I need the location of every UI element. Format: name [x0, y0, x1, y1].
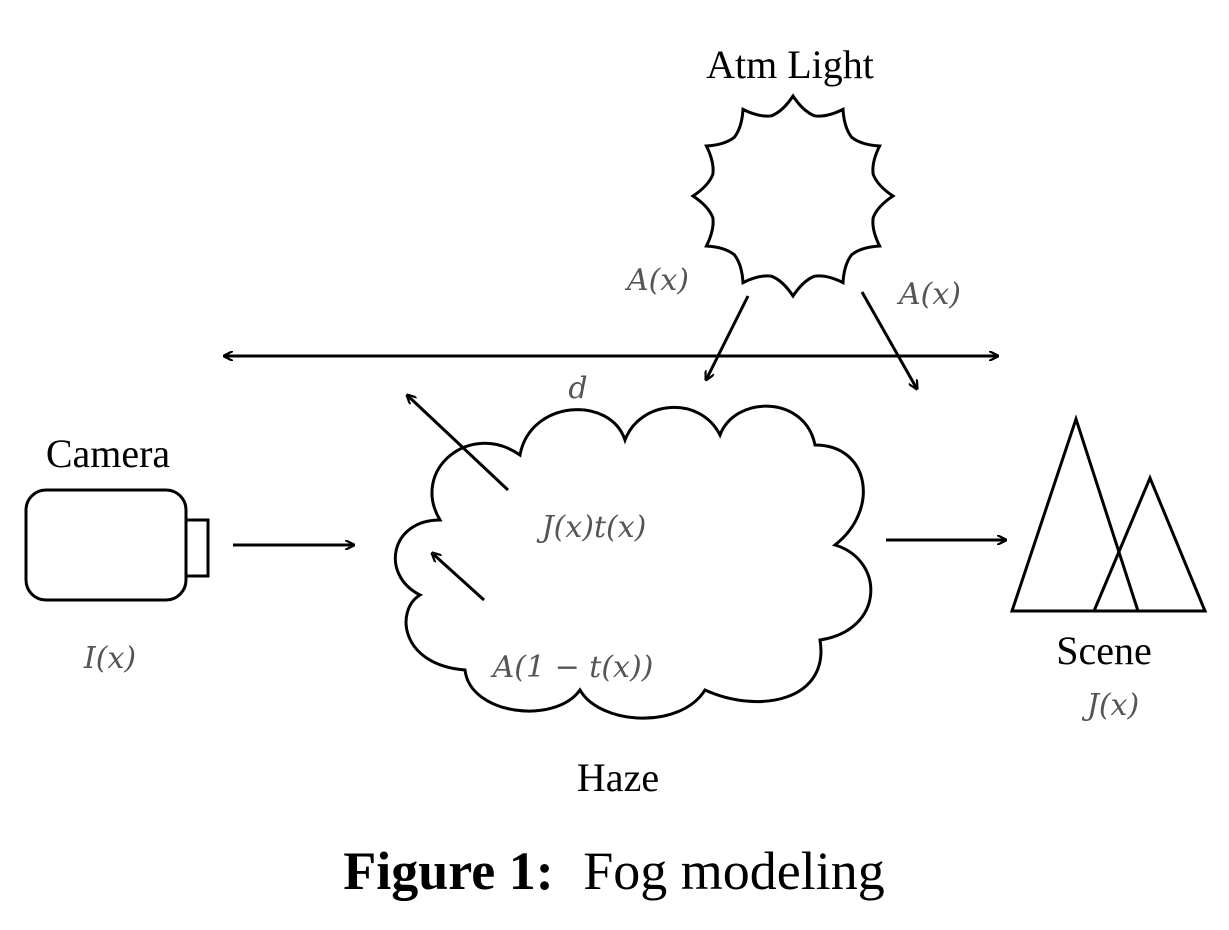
scene-mountain-large	[1009, 414, 1141, 613]
airlight-left-label: A(x)	[624, 263, 689, 298]
scene-label: Scene	[1056, 628, 1152, 673]
scene-mountain-small	[1091, 474, 1208, 613]
camera-label: Camera	[46, 431, 171, 476]
airlight-term-label: A(1 − t(x))	[490, 650, 654, 685]
haze-label: Haze	[577, 755, 659, 800]
direct-transmission-label: J(x)t(x)	[536, 510, 647, 545]
airlight-scatter-arrow	[432, 553, 486, 602]
camera-intensity-label: I(x)	[83, 641, 136, 676]
figure-caption: Figure 1: Fog modeling	[343, 841, 884, 901]
caption-prefix: Figure 1:	[343, 841, 553, 901]
camera-body	[24, 488, 188, 602]
camera-lens	[184, 518, 210, 578]
atm-light-label: Atm Light	[706, 42, 874, 87]
transmission-out-arrow	[407, 395, 510, 492]
distance-label: d	[568, 371, 587, 406]
caption-text: Fog modeling	[583, 841, 885, 901]
airlight-right-label: A(x)	[896, 277, 961, 312]
atm-light-sun-shape	[690, 93, 896, 299]
airlight-right-arrow	[860, 291, 917, 389]
haze-cloud	[393, 404, 873, 720]
scene-radiance-label: J(x)	[1081, 688, 1139, 723]
airlight-left-arrow	[706, 295, 750, 380]
